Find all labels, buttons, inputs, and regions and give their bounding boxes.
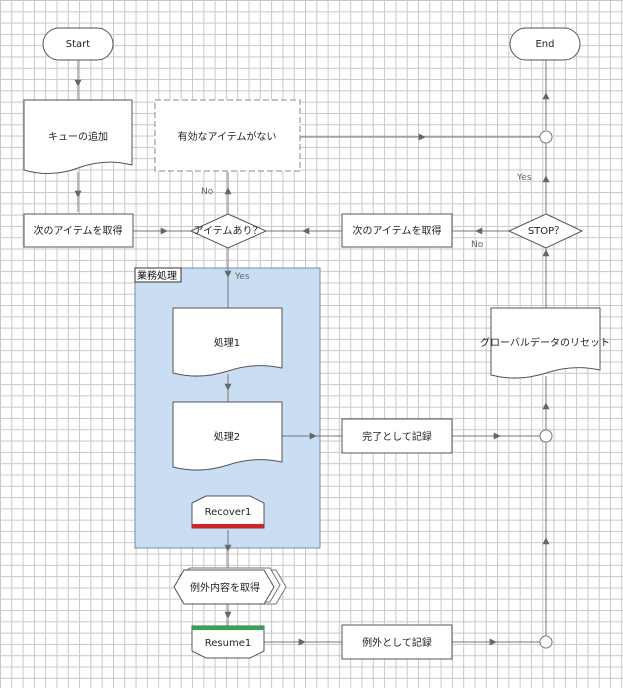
mark-exception-label: 例外として記録 [362, 636, 432, 649]
has-item-label: アイテムあり？ [194, 225, 263, 237]
get-next-left-label: 次のアイテムを取得 [34, 224, 123, 237]
process2-label: 処理2 [214, 430, 240, 443]
resume-bar [192, 626, 264, 630]
mark-complete-label: 完了として記録 [362, 430, 432, 443]
mark-complete-node[interactable] [341, 418, 453, 454]
group-title: 業務処理 [137, 269, 177, 282]
has-item-decision[interactable] [189, 213, 268, 249]
get-next-left-node[interactable] [23, 213, 134, 248]
add-queue-node[interactable] [23, 99, 133, 174]
start-label: Start [66, 39, 91, 50]
process2-node[interactable] [172, 401, 283, 471]
recover-label: Recover1 [205, 507, 252, 518]
no-items-label: 有効なアイテムがない [178, 130, 277, 143]
edge-label-no-stop: No [471, 240, 484, 250]
edge-label-yes-stop: Yes [516, 173, 532, 183]
edge-label-yes-down: Yes [234, 272, 250, 282]
mark-exception-node[interactable] [341, 624, 453, 660]
end-node[interactable] [509, 27, 581, 61]
start-node[interactable] [42, 27, 114, 61]
edge-label-no-top: No [201, 187, 214, 197]
add-queue-label: キューの追加 [48, 130, 108, 143]
group-title-box [134, 267, 182, 283]
junction-bottom [539, 635, 553, 649]
stop-label: STOP？ [528, 226, 564, 237]
reset-global-node[interactable] [490, 307, 601, 379]
no-items-node[interactable] [154, 99, 301, 172]
get-next-right-label: 次のアイテムを取得 [353, 224, 442, 237]
recover-bar [192, 524, 264, 528]
junction-top [539, 130, 553, 144]
get-exception-label: 例外内容を取得 [190, 581, 260, 594]
process1-node[interactable] [172, 307, 283, 377]
end-label: End [535, 39, 554, 50]
resume-label: Resume1 [205, 638, 251, 649]
reset-global-label: グローバルデータのリセット [480, 336, 610, 349]
junction-middle [539, 429, 553, 443]
get-exception-node[interactable] [173, 569, 275, 605]
stop-decision[interactable] [507, 213, 584, 249]
get-next-right-node[interactable] [341, 213, 453, 248]
process1-label: 処理1 [214, 336, 240, 349]
